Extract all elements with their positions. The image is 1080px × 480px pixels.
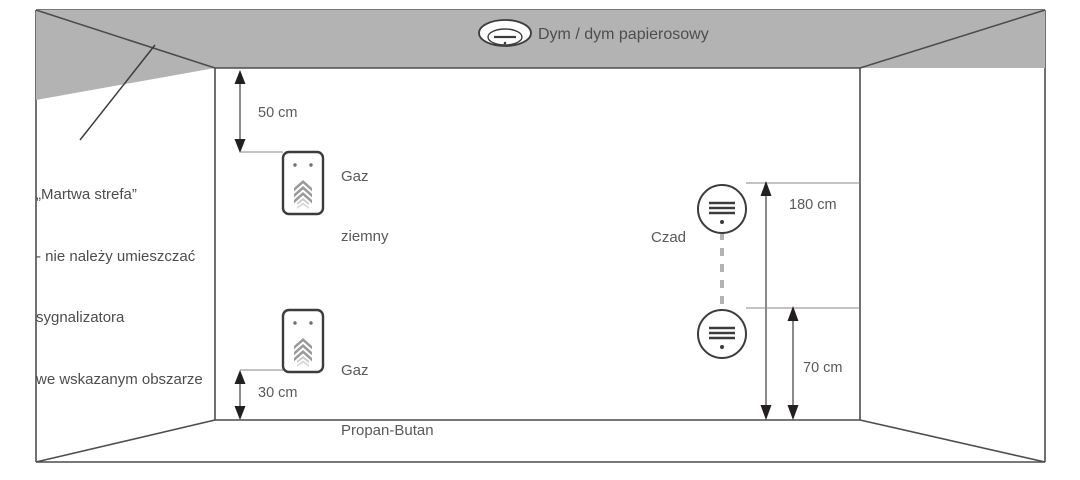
lpg-label-line-1: Gaz — [341, 362, 369, 379]
lpg-label: Gaz Propan-Butan (LPG) — [341, 321, 434, 480]
natural-gas-label-line-1: Gaz — [341, 168, 369, 185]
co-detector-upper[interactable] — [697, 184, 747, 234]
dead-zone-note-line-1: „Martwa strefa” — [36, 186, 137, 203]
floor-left-diagonal — [35, 419, 216, 463]
lpg-label-line-2: Propan-Butan — [341, 422, 434, 439]
natural-gas-label-line-2: ziemny — [341, 228, 389, 245]
floor-right-diagonal — [859, 419, 1046, 463]
dimension-30cm — [234, 369, 283, 420]
dimension-label-30cm: 30 cm — [258, 385, 298, 401]
dimension-label-180cm: 180 cm — [789, 197, 837, 213]
dimension-label-70cm: 70 cm — [803, 360, 843, 376]
dimension-180cm — [746, 181, 860, 420]
dimension-50cm — [234, 70, 283, 153]
dimension-label-50cm: 50 cm — [258, 105, 298, 121]
smoke-detector-label: Dym / dym papierosowy — [538, 26, 709, 43]
co-label: Czad — [651, 229, 687, 246]
ceiling-right-diagonal — [859, 9, 1046, 69]
co-detector-lower[interactable] — [697, 309, 747, 359]
dead-zone-note-line-3: sygnalizatora — [36, 309, 125, 326]
natural-gas-label: Gaz ziemny — [341, 127, 389, 287]
room-shell — [35, 9, 1046, 463]
dimension-70cm — [746, 306, 860, 420]
dead-zone-note: „Martwa strefa” - nie należy umieszczać … — [36, 144, 203, 431]
dead-zone-note-line-4: we wskazanym obszarze — [36, 370, 203, 388]
dead-zone-note-line-2: - nie należy umieszczać — [36, 247, 196, 265]
dead-zone-leader-line — [79, 44, 156, 141]
ceiling-left-diagonal — [35, 9, 216, 69]
dead-zone-band — [36, 10, 1045, 100]
gas-detector-lpg[interactable] — [281, 308, 325, 374]
gas-detector-natural-gas[interactable] — [281, 150, 325, 216]
smoke-detector-icon[interactable] — [478, 19, 532, 47]
